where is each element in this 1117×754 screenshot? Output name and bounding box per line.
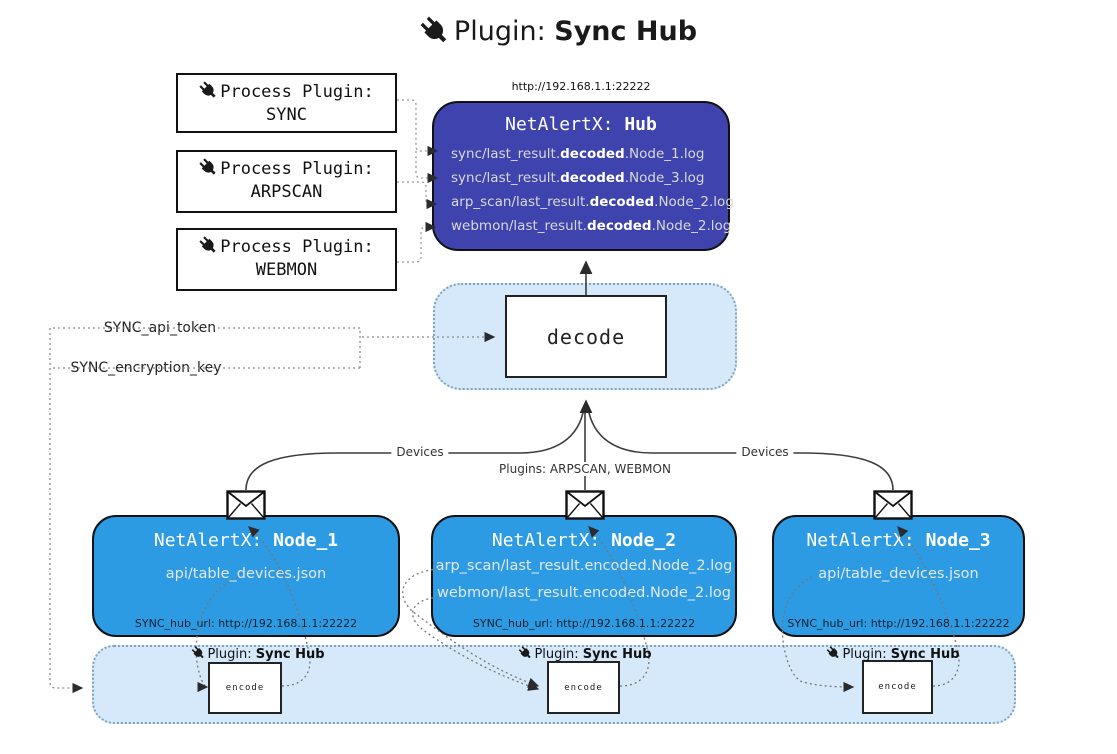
node-file: arp_scan/last_result.encoded.Node_2.log <box>435 558 733 574</box>
process-plugin-name: ARPSCAN <box>250 182 323 202</box>
node-title-prefix: NetAlertX: <box>153 530 274 551</box>
decode-box: decode <box>505 295 667 378</box>
title-prefix: Plugin: <box>453 16 555 47</box>
encode-box: encode <box>547 661 620 714</box>
node-hub-url: SYNC_hub_url: http://192.168.1.1:22222 <box>472 617 696 630</box>
log-pre: webmon/last_result. <box>451 218 588 234</box>
log-bold: decoded <box>560 146 625 162</box>
log-bold: decoded <box>589 194 655 210</box>
hub-box: NetAlertX: Hub sync/last_result.decoded.… <box>432 101 734 251</box>
sync-label-prefix: Plugin: <box>842 647 891 662</box>
sync-label-name: Sync Hub <box>890 647 960 662</box>
hub-log-line: sync/last_result.decoded.Node_3.log <box>451 166 728 190</box>
node-3-box: NetAlertX: Node_3 api/table_devices.json… <box>772 515 1025 637</box>
devices-label-left: Devices <box>391 445 449 459</box>
node-title: NetAlertX: Node_1 <box>94 530 398 551</box>
encode-label: encode <box>564 682 603 693</box>
sync-label-name: Sync Hub <box>582 647 652 662</box>
log-post: .Node_3.log <box>624 170 705 186</box>
page-title: Plugin: Sync Hub <box>0 16 1117 47</box>
node-title-prefix: NetAlertX: <box>806 530 926 551</box>
sync-api-token-label: SYNC_api_token <box>99 320 221 336</box>
plug-icon <box>420 16 447 43</box>
process-plugin-sync: Process Plugin: SYNC <box>176 73 397 133</box>
plugins-center-label: Plugins: ARPSCAN, WEBMON <box>494 462 676 476</box>
node-file-list: api/table_devices.json <box>774 561 1023 588</box>
node-hub-url: SYNC_hub_url: http://192.168.1.1:22222 <box>134 617 358 630</box>
encode-label: encode <box>225 683 265 693</box>
plug-icon <box>199 236 216 253</box>
process-plugin-label: Process Plugin: <box>220 82 374 102</box>
hub-log-line: arp_scan/last_result.decoded.Node_2.log <box>451 190 734 214</box>
sync-label-name: Sync Hub <box>255 647 325 662</box>
log-pre: sync/last_result. <box>451 146 561 162</box>
log-post: .Node_1.log <box>624 146 705 162</box>
node-file-list: api/table_devices.json <box>94 561 398 588</box>
process-plugin-label: Process Plugin: <box>220 159 374 179</box>
log-bold: decoded <box>560 170 625 186</box>
envelope-icon <box>873 490 913 520</box>
sync-section-label: Plugin: Sync Hub <box>518 646 652 662</box>
hub-log-line: sync/last_result.decoded.Node_1.log <box>451 142 728 166</box>
hub-url: http://192.168.1.1:22222 <box>511 80 651 93</box>
encode-box: encode <box>862 660 933 714</box>
hub-log-list: sync/last_result.decoded.Node_1.log sync… <box>434 142 734 238</box>
log-post: .Node_2.log <box>651 218 732 234</box>
process-plugin-name: SYNC <box>266 105 307 125</box>
envelope-icon <box>565 490 605 520</box>
hub-title-prefix: NetAlertX: <box>505 114 625 135</box>
sync-encryption-key-label: SYNC_encryption_key <box>66 360 226 376</box>
encode-label: encode <box>878 682 917 692</box>
log-pre: sync/last_result. <box>451 170 561 186</box>
node-file: api/table_devices.json <box>818 566 979 582</box>
process-plugin-arpscan: Process Plugin: ARPSCAN <box>176 150 397 213</box>
plug-icon <box>191 646 204 659</box>
node-2-box: NetAlertX: Node_2 arp_scan/last_result.e… <box>431 515 737 637</box>
node-title-prefix: NetAlertX: <box>491 530 612 551</box>
node-1-box: NetAlertX: Node_1 api/table_devices.json… <box>92 515 400 637</box>
hub-title: NetAlertX: Hub <box>434 114 728 135</box>
node-title-name: Node_3 <box>925 530 991 551</box>
process-plugin-label: Process Plugin: <box>220 237 374 257</box>
node-title-name: Node_2 <box>611 530 677 551</box>
node-hub-url: SYNC_hub_url: http://192.168.1.1:22222 <box>787 617 1010 630</box>
devices-label-right: Devices <box>736 445 794 459</box>
process-plugin-name: WEBMON <box>255 260 318 280</box>
node-title: NetAlertX: Node_2 <box>433 530 735 551</box>
plug-icon <box>199 158 216 175</box>
log-post: .Node_2.log <box>654 194 734 210</box>
sync-section-label: Plugin: Sync Hub <box>826 646 960 662</box>
plugin-to-hub-links <box>397 99 439 263</box>
sync-label-prefix: Plugin: <box>207 647 256 662</box>
node-file-list: arp_scan/last_result.encoded.Node_2.log … <box>433 553 735 607</box>
log-pre: arp_scan/last_result. <box>451 194 590 210</box>
sync-section-label: Plugin: Sync Hub <box>191 646 325 662</box>
title-name: Sync Hub <box>554 16 698 47</box>
node-title-name: Node_1 <box>273 530 339 551</box>
plug-icon <box>826 646 839 659</box>
decode-label: decode <box>546 324 626 349</box>
envelope-icon <box>226 490 266 520</box>
log-bold: decoded <box>587 218 652 234</box>
process-plugin-webmon: Process Plugin: WEBMON <box>176 228 397 291</box>
encode-box: encode <box>208 662 282 714</box>
plug-icon <box>199 81 216 98</box>
sync-label-prefix: Plugin: <box>534 647 583 662</box>
hub-log-line: webmon/last_result.decoded.Node_2.log <box>451 214 731 238</box>
node-file: webmon/last_result.encoded.Node_2.log <box>436 585 731 601</box>
node-title: NetAlertX: Node_3 <box>774 530 1023 551</box>
hub-title-name: Hub <box>624 114 657 135</box>
plug-icon <box>518 646 531 659</box>
node-file: api/table_devices.json <box>165 566 327 582</box>
